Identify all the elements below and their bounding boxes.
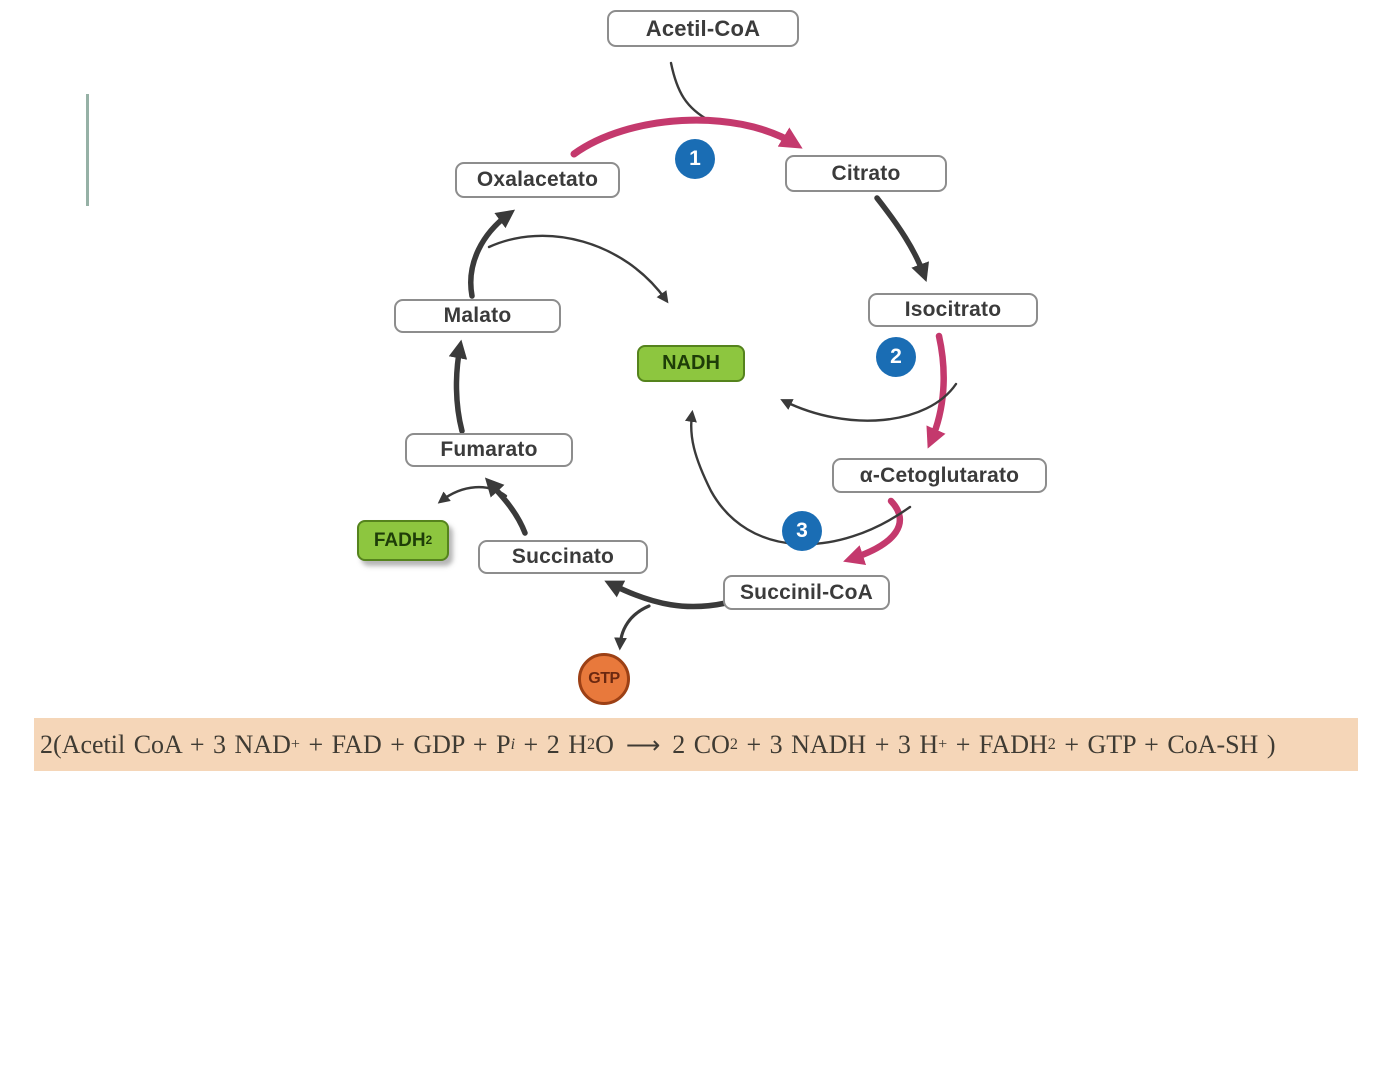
line-acetilcoa-entry — [669, 61, 712, 123]
arrow-fumarato-malato — [448, 339, 468, 434]
arrow-succinato-fadh2 — [437, 485, 508, 504]
node-malato: Malato — [394, 299, 561, 333]
node-acetil-coa: Acetil-CoA — [607, 10, 799, 47]
step-badge-3: 3 — [782, 511, 822, 551]
cofactor-gtp: GTP — [578, 653, 630, 705]
arrow-cetoglutarato-succinilcoa-pink — [843, 497, 904, 566]
node-succinil-coa: Succinil-CoA — [723, 575, 890, 610]
node-alfa-cetoglutarato: α-Cetoglutarato — [832, 458, 1047, 493]
node-citrato: Citrato — [785, 155, 947, 192]
node-fumarato: Fumarato — [405, 433, 573, 467]
arrow-citrato-isocitrato — [874, 195, 929, 283]
arrow-malato-nadh — [487, 234, 669, 304]
node-succinato: Succinato — [478, 540, 648, 574]
arrow-succinilcoa-succinato — [604, 580, 729, 610]
arrow-isocitrato-cetoglutarato-pink — [926, 332, 947, 449]
node-oxalacetato: Oxalacetato — [455, 162, 620, 198]
arrow-isocitrato-nadh — [780, 382, 958, 422]
equation-close: ) — [1258, 729, 1276, 759]
arrow-succinato-fumarato — [484, 477, 528, 536]
vertical-line-decoration — [86, 94, 89, 206]
fadh2-subscript: 2 — [425, 534, 433, 547]
step-badge-2: 2 — [876, 337, 916, 377]
cofactor-nadh: NADH — [637, 345, 745, 382]
arrow-malato-oxalacetato — [468, 209, 516, 299]
equation-prefix: 2( — [40, 729, 62, 759]
fadh2-label: FADH — [373, 529, 426, 551]
step-badge-1: 1 — [675, 139, 715, 179]
arrow-branch-gtp — [614, 604, 651, 651]
node-isocitrato: Isocitrato — [868, 293, 1038, 327]
reaction-arrow: ⟶ — [625, 730, 661, 759]
